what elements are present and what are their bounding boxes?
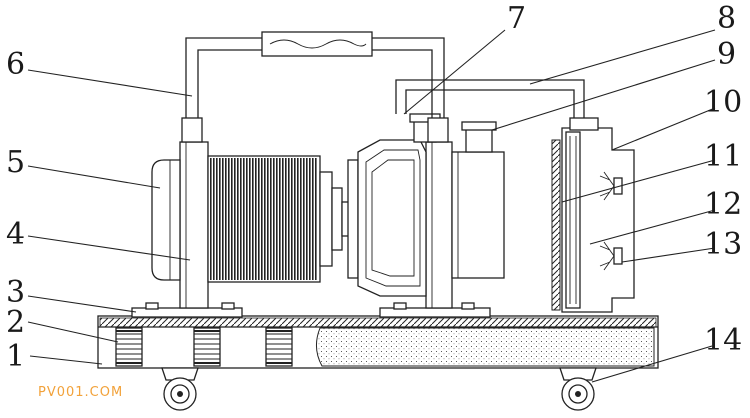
callout-5: 5 <box>6 145 25 180</box>
pump-assembly <box>347 113 505 297</box>
radiator-unit <box>551 117 635 313</box>
watermark-text: PV001.COM <box>38 385 123 400</box>
callout-3: 3 <box>6 275 25 310</box>
callout-labels: 1 2 3 4 5 6 7 8 9 10 11 12 13 14 <box>6 1 742 374</box>
spring-middle <box>193 327 221 367</box>
callout-2: 2 <box>6 305 25 340</box>
callout-1: 1 <box>6 339 25 374</box>
cooling-fan-lower <box>599 241 623 271</box>
callout-8: 8 <box>717 1 736 36</box>
callout-14: 14 <box>704 323 742 358</box>
spring-set <box>115 327 293 367</box>
caster-wheel-right <box>559 367 597 411</box>
callout-13: 13 <box>704 227 742 262</box>
callout-9: 9 <box>717 37 736 72</box>
base-plate <box>97 315 659 369</box>
handle-frame <box>181 31 449 143</box>
callout-6: 6 <box>6 47 25 82</box>
callout-12: 12 <box>704 187 742 222</box>
callout-4: 4 <box>6 217 25 252</box>
leader-lines <box>27 29 716 383</box>
support-pillars <box>179 141 453 309</box>
callout-10: 10 <box>704 85 742 120</box>
spring-right <box>265 327 293 367</box>
caster-wheel-left <box>161 367 199 411</box>
electric-motor <box>151 155 357 283</box>
callout-7: 7 <box>507 1 526 36</box>
callout-11: 11 <box>704 139 742 174</box>
coolant-pipes <box>395 79 585 118</box>
spring-left <box>115 327 143 367</box>
